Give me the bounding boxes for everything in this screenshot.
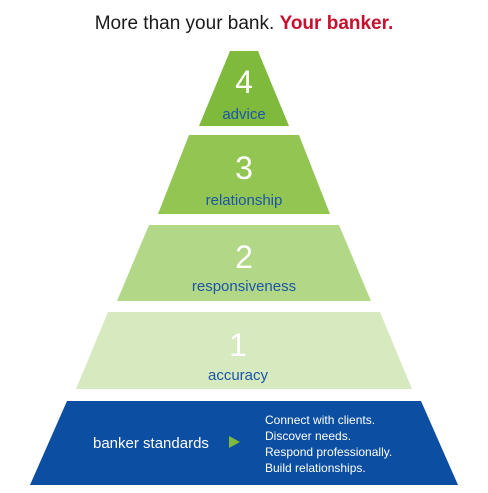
tier-accuracy-label: accuracy — [208, 367, 269, 384]
tier-advice: 4 advice — [199, 51, 289, 126]
tier-relationship: 3 relationship — [158, 135, 330, 214]
tier-responsiveness-number: 2 — [235, 239, 253, 275]
base-banker-standards: banker standards Connect with clients. D… — [30, 401, 458, 485]
tier-advice-shape — [199, 51, 289, 126]
tier-accuracy: 1 accuracy — [76, 312, 412, 389]
headline-lead: More than your bank. — [94, 13, 275, 34]
base-standards-list: Connect with clients. Discover needs. Re… — [265, 413, 392, 475]
standard-item: Respond professionally. — [265, 445, 392, 459]
tier-responsiveness-label: responsiveness — [192, 278, 296, 295]
tier-responsiveness: 2 responsiveness — [117, 225, 371, 301]
tier-relationship-label: relationship — [206, 192, 283, 209]
base-label: banker standards — [93, 435, 209, 452]
headline-accent: Your banker. — [279, 13, 394, 34]
base-shape — [30, 401, 458, 485]
tier-relationship-number: 3 — [235, 150, 253, 186]
tier-accuracy-shape — [76, 312, 412, 389]
standard-item: Connect with clients. — [265, 413, 375, 427]
tier-advice-number: 4 — [235, 64, 253, 100]
headline: More than your bank. Your banker. — [0, 13, 488, 35]
tier-responsiveness-shape — [117, 225, 371, 301]
tier-advice-label: advice — [222, 106, 265, 123]
base-arrow-icon — [229, 436, 240, 448]
standard-item: Build relationships. — [265, 461, 366, 475]
tier-accuracy-number: 1 — [229, 327, 247, 363]
tier-relationship-shape — [158, 135, 330, 214]
standard-item: Discover needs. — [265, 429, 351, 443]
